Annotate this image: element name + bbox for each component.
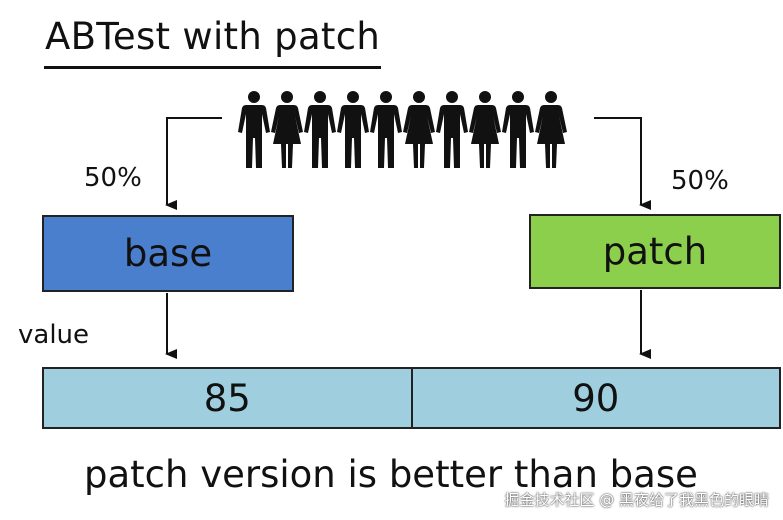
value-bar: 85 90 [42, 367, 781, 429]
patch-group-label: patch [602, 230, 708, 273]
woman-icon [469, 91, 501, 168]
arrow-to-base [165, 117, 222, 210]
man-icon [304, 91, 336, 168]
patch-value: 90 [572, 376, 620, 420]
people-group [238, 91, 567, 168]
man-icon [238, 91, 270, 168]
patch-group-box: patch [529, 214, 781, 289]
man-icon [502, 91, 534, 168]
title-underline [44, 66, 381, 69]
conclusion-caption: patch version is better than base [84, 453, 698, 496]
man-icon [370, 91, 402, 168]
value-row-label: value [18, 320, 90, 350]
split-percent-left: 50% [84, 163, 142, 193]
woman-icon [403, 91, 435, 168]
watermark: 掘金技术社区 @ 黑夜给了我黑色的眼睛 [504, 491, 769, 509]
split-percent-right: 50% [671, 166, 729, 196]
man-icon [436, 91, 468, 168]
base-value-cell: 85 [44, 369, 411, 427]
woman-icon [535, 91, 567, 168]
arrow-to-patch [594, 117, 651, 210]
diagram-title: ABTest with patch [45, 15, 381, 58]
woman-icon [271, 91, 303, 168]
base-group-label: base [123, 232, 213, 275]
man-icon [337, 91, 369, 168]
patch-value-cell: 90 [410, 369, 780, 427]
base-group-box: base [42, 215, 294, 292]
base-value: 85 [203, 376, 251, 420]
